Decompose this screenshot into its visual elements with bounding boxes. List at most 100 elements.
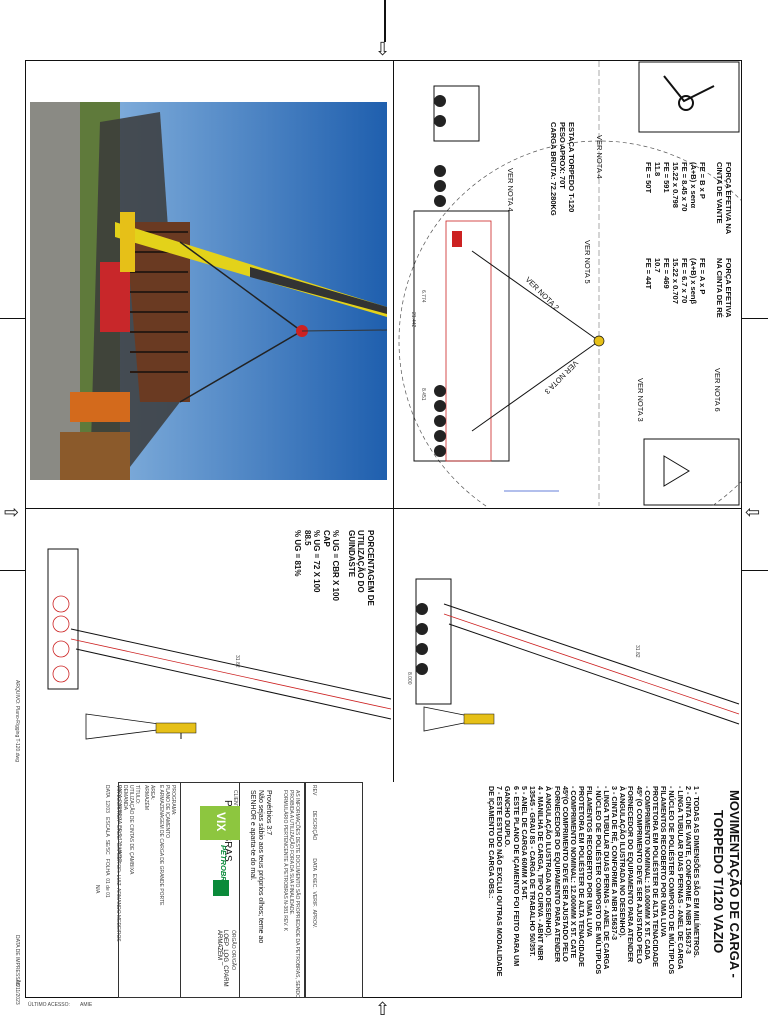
- note-line: 7 - ESTE ESTUDO NÃO EXCLUI OUTRAS MODALI…: [495, 786, 505, 977]
- programa-line: PLANO DE IÇAMENTO: [164, 785, 170, 838]
- note-line: FORNECEDOR DO EQUIPAMENTO PARA ATENDER: [626, 786, 636, 963]
- note-line: - LINGA TUBULAR DUAS PERNAS - ANEL DE CA…: [675, 786, 685, 970]
- crane-usage-line: % UG = 72 X 100: [312, 530, 322, 593]
- crane-usage-line: 88.5: [303, 530, 312, 546]
- force-re-formula: (A+B) x senβ: [689, 258, 698, 305]
- proverb-line: Não sejas sábio aos teus próprios olhos;…: [257, 790, 264, 944]
- petrobras-logo-icon: [213, 880, 229, 896]
- field: VIX LOGÍSTICA: [115, 785, 121, 822]
- programa-label: PROGRAMA:: [170, 785, 176, 816]
- title-block-revisions: [305, 782, 363, 998]
- note-line: PROTETORA EM POLIÉSTER DE ALTA TENACIDAD…: [650, 786, 660, 967]
- force-re-title-1: FORÇA EFETIVA: [724, 258, 733, 318]
- proverb-line: Provérbios 3:7: [265, 790, 272, 836]
- vertical-divider: [393, 60, 394, 782]
- force-vante-formula: 15.22 x 0.798: [671, 162, 680, 208]
- orgao: LOEP_LOG_CPARM ARMAZÉM: [216, 930, 228, 987]
- force-re: FORÇA EFETIVA NA CINTA DE RÉ FE = A x P …: [644, 258, 733, 318]
- force-re-formula: 10.7: [653, 258, 662, 273]
- note-line: FILAMENTOS RECOBERTO POR UMA LUVA: [585, 786, 595, 938]
- load-info-line: PESO APROX: 70T: [558, 122, 567, 189]
- field: EXPEDITOR: LUIZ: [115, 843, 121, 886]
- confidential-notice: AS INFORMAÇÕES DESTE DOCUMENTO SÃO PROPR…: [282, 790, 300, 998]
- crane-elevation-right: [415, 578, 740, 732]
- field: DATA: [104, 785, 110, 798]
- note-line: 6 - ESTE PLANO DE IÇAMENTO FOI FEITO PAR…: [511, 786, 521, 967]
- right-tick-bottom: [742, 570, 768, 571]
- note-line: - COMPRIMENTO NOMINAL: 12.000MM X 5T. CA…: [568, 786, 578, 959]
- force-vante-title-1: FORÇA EFETIVA NA: [724, 162, 733, 235]
- callout-nota-5: VER NOTA 5: [583, 240, 592, 284]
- callout-nota-4-top: VER NOTA 4: [595, 135, 604, 179]
- dimension-8451: 8.451: [420, 388, 426, 401]
- note-line: GANCHO DUPLO.: [503, 786, 513, 848]
- force-re-formula: 15.22 x 0.707: [671, 258, 680, 304]
- rev-header: DATA: [311, 858, 317, 871]
- dimension-3182-right: 31.82: [634, 645, 640, 658]
- load-info-line: ESTACA TORPEDO T-120: [567, 122, 576, 213]
- orgao-label: ÓRGÃO OR/GÃO: [230, 930, 236, 971]
- rev-header: DESCRIÇÃO: [311, 810, 317, 841]
- horizontal-divider: [25, 508, 742, 509]
- dimension-21442: 21.442: [410, 312, 416, 328]
- dimension-3182-left: 31.82: [234, 655, 240, 668]
- note-line: 4 - MANILHA DE CARGA, TIPO CURVA - ABNT …: [536, 786, 546, 961]
- field: ARMANDO MEDEIROS: [115, 888, 121, 942]
- title-block-logos: [180, 782, 240, 998]
- notes-block: 1 - TODAS AS DIMENSÕES SÃO EM MILÍMETROS…: [487, 786, 701, 977]
- note-line: FILAMENTOS RECOBERTO POR UMA LUVA: [659, 786, 669, 938]
- note-line: - LINGA TUBULAR DUAS PERNAS - ANEL DE CA…: [601, 786, 611, 970]
- right-tick-top: [742, 318, 768, 319]
- note-line: À ANGULAÇÃO ILUSTRADA NO DESENHO).: [544, 786, 554, 938]
- note-line: FORNECEDOR DO EQUIPAMENTO PARA ATENDER: [552, 786, 562, 963]
- programa: PROGRAMA: PLANO DE IÇAMENTO E ARMAZENAGE…: [158, 785, 176, 906]
- rev-headers: REV DESCRIÇÃO DATA EXEC. VERIF. APROV.: [311, 785, 317, 928]
- note-line: 5 - ANEL DE CARGA 60MM X 54T.: [519, 786, 529, 900]
- callout-nota-4: VER NOTA 4: [506, 168, 515, 212]
- crane-usage-line: % UG = CBR X 100: [331, 530, 341, 601]
- crane-elevation-left: [47, 548, 392, 740]
- note-line: 3 - CINTA DE RÉ, CONFORME A NBR 15637-3: [609, 786, 619, 941]
- right-center-arrow-icon: ⇦: [745, 502, 761, 522]
- note-line: - COMPRIMENTO NOMINAL: 10.000MM X 5T. CA…: [642, 786, 652, 960]
- note-line: 45º (O COMPRIMENTO DEVE SER AJUSTADO PEL…: [634, 786, 644, 964]
- file-name: ARQUIVO: Plano-Rigging T-120.dwg: [14, 680, 20, 762]
- crane-usage-title: GUINDASTE: [347, 530, 356, 578]
- force-re-title-2: NA CINTA DE RÉ: [715, 258, 724, 318]
- force-vante: FORÇA EFETIVA NA CINTA DE VANTE FE = B x…: [644, 162, 733, 234]
- dimension-6774: 6.774: [420, 290, 426, 303]
- crane-usage-title: PORCENTAGEM DE: [366, 530, 375, 606]
- rev-header: VERIF.: [311, 891, 317, 908]
- force-vante-formula: (A+B) x senα: [689, 162, 698, 209]
- drawing-frame: [25, 60, 742, 998]
- force-vante-formula: FE = 50T: [644, 162, 653, 194]
- proverb-line: SENHOR e aparta-te do mal.: [249, 790, 256, 881]
- vix-logo-text: VIX: [214, 812, 228, 832]
- crane-usage-line: CAP: [322, 530, 331, 547]
- force-vante-formula: FE = B x P: [698, 162, 707, 199]
- last-access-value: AMIE: [80, 1002, 93, 1008]
- area-value: ARMAZÉM: [143, 785, 149, 810]
- proverb: Provérbios 3:7 Não sejas sábio aos teus …: [248, 790, 272, 943]
- crane-usage: PORCENTAGEM DE UTILIZAÇÃO DO GUINDASTE %…: [293, 530, 376, 606]
- area: ÁREA: ARMAZÉM: [143, 785, 155, 810]
- area-label: ÁREA:: [149, 785, 155, 801]
- last-access-label: ÚLTIMO ACESSO:: [28, 1002, 70, 1008]
- note-line: - NÚCLEO DE POLIÉSTER COMPOSTO DE MÚLTIP…: [667, 786, 677, 975]
- main-title: MOVIMENTAÇÃO DE CARGA - TORPEDO T/120 VA…: [710, 790, 742, 978]
- note-line: 2 - CINTA DE VANTE, CONFORME A NBR 15637…: [683, 786, 693, 954]
- vix-logo: VIX: [200, 806, 240, 840]
- force-re-formula: FE = 469: [662, 258, 671, 289]
- field-na: N/A: [94, 885, 100, 894]
- dimension-8000: 8.000: [406, 672, 412, 685]
- crane-usage-line: % UG = 81%: [293, 530, 303, 577]
- fields-row: VIX LOGÍSTICA EXEC. EXPEDITOR: LUIZ ARMA…: [115, 785, 121, 942]
- rev-header: REV: [311, 785, 317, 796]
- force-re-formula: FE = 6.7 x 70: [680, 258, 689, 304]
- rev-header: APROV.: [311, 909, 317, 929]
- top-center-tick: [384, 0, 386, 42]
- note-line: 1 - TODAS AS DIMENSÕES SÃO EM MILÍMETROS…: [692, 786, 701, 958]
- force-re-formula: FE = 44T: [644, 258, 653, 290]
- force-vante-formula: FE = 591: [662, 162, 671, 193]
